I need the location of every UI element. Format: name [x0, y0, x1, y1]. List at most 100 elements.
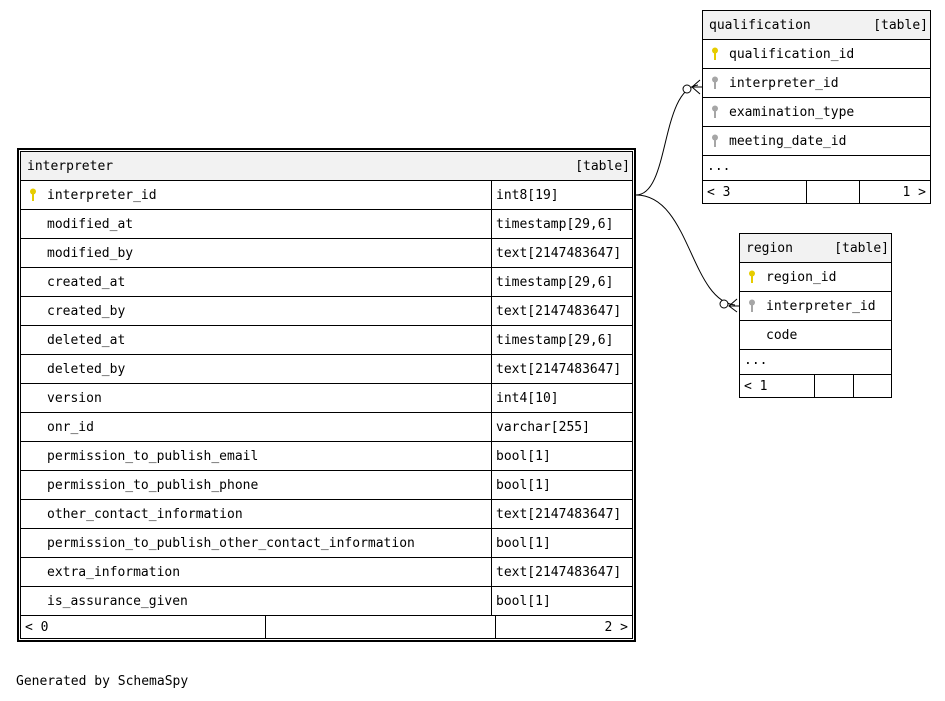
column-name: other_contact_information: [47, 506, 243, 522]
primary-key-icon: [30, 188, 36, 201]
generated-by-label: Generated by SchemaSpy: [16, 674, 189, 689]
foreign-key-icon: [712, 134, 718, 147]
column-name-cell: code: [740, 321, 891, 349]
column-type: timestamp[29,6]: [496, 332, 614, 348]
column-row[interactable]: created_by text[2147483647]: [21, 297, 632, 326]
column-row[interactable]: interpreter_id: [703, 69, 930, 98]
column-name: created_by: [47, 303, 126, 319]
column-name: deleted_by: [47, 361, 126, 377]
column-type: varchar[255]: [496, 419, 590, 435]
column-name-cell: region_id: [740, 263, 891, 291]
column-name: interpreter_id: [47, 187, 157, 203]
column-row[interactable]: code: [740, 321, 891, 350]
column-name-cell: modified_at: [21, 210, 492, 238]
column-name-cell: created_by: [21, 297, 492, 325]
column-name: permission_to_publish_other_contact_info…: [47, 535, 415, 551]
column-type: timestamp[29,6]: [496, 216, 614, 232]
column-name: region_id: [766, 269, 837, 285]
footer-spacer: [807, 181, 860, 203]
qualification-table-header: qualification [table]: [703, 11, 930, 40]
column-row[interactable]: version int4[10]: [21, 384, 632, 413]
column-row[interactable]: modified_by text[2147483647]: [21, 239, 632, 268]
column-name: permission_to_publish_email: [47, 448, 259, 464]
column-name: created_at: [47, 274, 126, 290]
key-slot: [711, 134, 729, 148]
column-name: version: [47, 390, 102, 406]
region-table-footer: < 1: [740, 375, 891, 397]
table-tag: [table]: [575, 158, 630, 174]
column-name-cell: version: [21, 384, 492, 412]
column-row[interactable]: permission_to_publish_email bool[1]: [21, 442, 632, 471]
column-row[interactable]: interpreter_id int8[19]: [21, 181, 632, 210]
key-slot: [711, 76, 729, 90]
qualification-link-crowfoot: [691, 79, 702, 95]
parents-count[interactable]: 1 >: [902, 184, 926, 200]
footer-spacer: [854, 375, 891, 397]
foreign-key-icon: [749, 299, 755, 312]
column-type: bool[1]: [496, 535, 551, 551]
column-name-cell: deleted_by: [21, 355, 492, 383]
column-name: deleted_at: [47, 332, 126, 348]
column-name: extra_information: [47, 564, 181, 580]
column-name: meeting_date_id: [729, 133, 847, 149]
column-type: bool[1]: [496, 477, 551, 493]
column-row[interactable]: extra_information text[2147483647]: [21, 558, 632, 587]
column-name: qualification_id: [729, 46, 855, 62]
column-row[interactable]: other_contact_information text[2147483647…: [21, 500, 632, 529]
column-type: bool[1]: [496, 448, 551, 464]
children-count[interactable]: < 1: [740, 375, 815, 397]
interpreter-table-footer: < 0 2 >: [21, 616, 632, 638]
column-name-cell: onr_id: [21, 413, 492, 441]
column-row[interactable]: meeting_date_id: [703, 127, 930, 156]
column-type: text[2147483647]: [496, 361, 622, 377]
column-row[interactable]: region_id: [740, 263, 891, 292]
column-row[interactable]: qualification_id: [703, 40, 930, 69]
column-row[interactable]: permission_to_publish_other_contact_info…: [21, 529, 632, 558]
more-columns-ellipsis: ...: [703, 156, 930, 181]
table-tag: [table]: [873, 17, 928, 33]
column-type: int8[19]: [496, 187, 559, 203]
column-name-cell: is_assurance_given: [21, 587, 492, 615]
column-row[interactable]: created_at timestamp[29,6]: [21, 268, 632, 297]
column-name-cell: meeting_date_id: [703, 127, 930, 155]
column-name: modified_by: [47, 245, 134, 261]
column-type: text[2147483647]: [496, 245, 622, 261]
key-slot: [711, 47, 729, 61]
column-row[interactable]: deleted_by text[2147483647]: [21, 355, 632, 384]
table-tag: [table]: [834, 240, 889, 256]
column-name: is_assurance_given: [47, 593, 188, 609]
column-row[interactable]: examination_type: [703, 98, 930, 127]
column-name: interpreter_id: [766, 298, 876, 314]
column-name-cell: extra_information: [21, 558, 492, 586]
table-name: qualification: [709, 17, 811, 33]
column-name-cell: interpreter_id: [21, 181, 492, 209]
column-type: text[2147483647]: [496, 303, 622, 319]
column-name-cell: qualification_id: [703, 40, 930, 68]
column-name: examination_type: [729, 104, 855, 120]
qualification-link-zero-marker: [682, 84, 692, 94]
column-name-cell: examination_type: [703, 98, 930, 126]
children-count[interactable]: < 3: [703, 181, 807, 203]
children-count[interactable]: < 0: [21, 616, 266, 638]
column-name: interpreter_id: [729, 75, 839, 91]
column-name-cell: permission_to_publish_phone: [21, 471, 492, 499]
column-type: text[2147483647]: [496, 564, 622, 580]
column-type: int4[10]: [496, 390, 559, 406]
region-table-header: region [table]: [740, 234, 891, 263]
interpreter-region-link: [635, 194, 736, 306]
column-type: text[2147483647]: [496, 506, 622, 522]
column-row[interactable]: deleted_at timestamp[29,6]: [21, 326, 632, 355]
region-link-zero-marker: [719, 299, 729, 309]
column-row[interactable]: interpreter_id: [740, 292, 891, 321]
foreign-key-icon: [712, 105, 718, 118]
column-type: timestamp[29,6]: [496, 274, 614, 290]
parents-count[interactable]: 2 >: [604, 619, 628, 635]
column-name-cell: permission_to_publish_other_contact_info…: [21, 529, 492, 557]
